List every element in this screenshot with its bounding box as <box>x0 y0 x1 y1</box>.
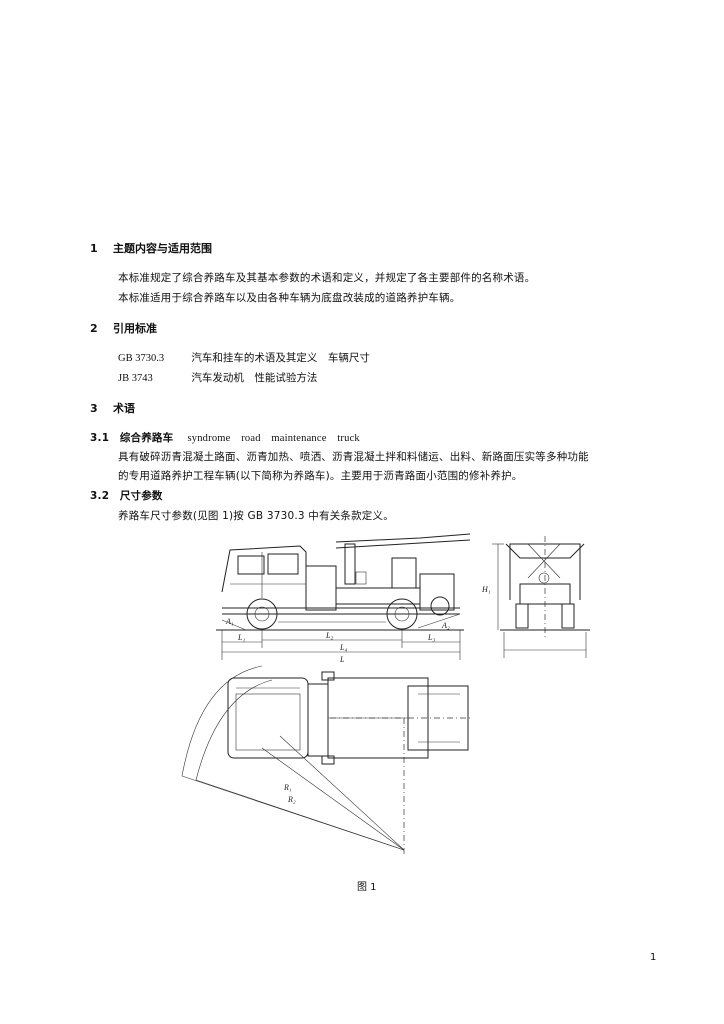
dim-l-label: L <box>339 655 345 664</box>
section-number: 3 <box>90 402 98 415</box>
reference-item: JB 3743 汽车发动机 性能试验方法 <box>118 370 317 385</box>
term-definition: 的专用道路养护工程车辆(以下简称为养路车)。主要用于沥青路面小范围的修补养护。 <box>118 470 523 482</box>
term-3-2-heading: 3.2 尺寸参数 <box>90 488 163 503</box>
radius-r1-label: R₁ <box>283 783 292 792</box>
angle-a1-label: A₁ <box>225 617 234 626</box>
angle-a2-label: A₂ <box>441 621 450 630</box>
dim-l4-label: L₄ <box>339 643 347 652</box>
term-definition: 养路车尺寸参数(见图 1)按 GB 3730.3 中有关条款定义。 <box>118 510 394 522</box>
term-number: 3.1 <box>90 432 110 444</box>
top-view: R₁ R₂ <box>181 665 470 856</box>
term-name: 综合养路车 <box>119 432 174 444</box>
dim-h1-label: H₁ <box>481 585 491 594</box>
section-title: 引用标准 <box>112 322 157 335</box>
side-view: A₁ A₂ L₁ L₂ L₃ L₄ L <box>216 533 471 664</box>
reference-code: GB 3730.3 <box>118 353 165 364</box>
dim-l3-label: L₃ <box>427 633 435 642</box>
dim-l2-label: L₂ <box>325 631 333 640</box>
section-2-heading: 2 引用标准 <box>90 320 157 336</box>
paragraph: 本标准规定了综合养路车及其基本参数的术语和定义，并规定了各主要部件的名称术语。 <box>118 272 536 284</box>
section-1-heading: 1 主题内容与适用范围 <box>90 240 212 256</box>
term-name: 尺寸参数 <box>119 490 163 502</box>
front-view: H₁ <box>481 536 590 658</box>
term-3-1-heading: 3.1 综合养路车 syndrome road maintenance truc… <box>90 430 360 445</box>
section-number: 1 <box>90 242 98 255</box>
term-number: 3.2 <box>90 490 110 502</box>
page-number: 1 <box>650 952 657 963</box>
term-english: syndrome road maintenance truck <box>187 433 360 444</box>
dim-l1-label: L₁ <box>237 633 245 642</box>
radius-r2-label: R₂ <box>287 795 296 804</box>
section-title: 主题内容与适用范围 <box>112 242 212 255</box>
reference-title: 汽车发动机 性能试验方法 <box>191 372 318 384</box>
section-3-heading: 3 术语 <box>90 400 135 416</box>
reference-code: JB 3743 <box>118 373 153 384</box>
section-number: 2 <box>90 322 98 335</box>
figure-1-drawing: A₁ A₂ L₁ L₂ L₃ L₄ L H₁ <box>181 533 590 856</box>
term-definition: 具有破碎沥青混凝土路面、沥青加热、喷洒、沥青混凝土拌和料储运、出料、新路面压实等… <box>118 451 589 463</box>
reference-item: GB 3730.3 汽车和挂车的术语及其定义 车辆尺寸 <box>118 350 370 365</box>
paragraph: 本标准适用于综合养路车以及由各种车辆为底盘改装成的道路养护车辆。 <box>118 292 461 304</box>
section-title: 术语 <box>112 402 135 415</box>
reference-title: 汽车和挂车的术语及其定义 车辆尺寸 <box>191 352 370 364</box>
figure-caption: 图 1 <box>357 882 377 893</box>
